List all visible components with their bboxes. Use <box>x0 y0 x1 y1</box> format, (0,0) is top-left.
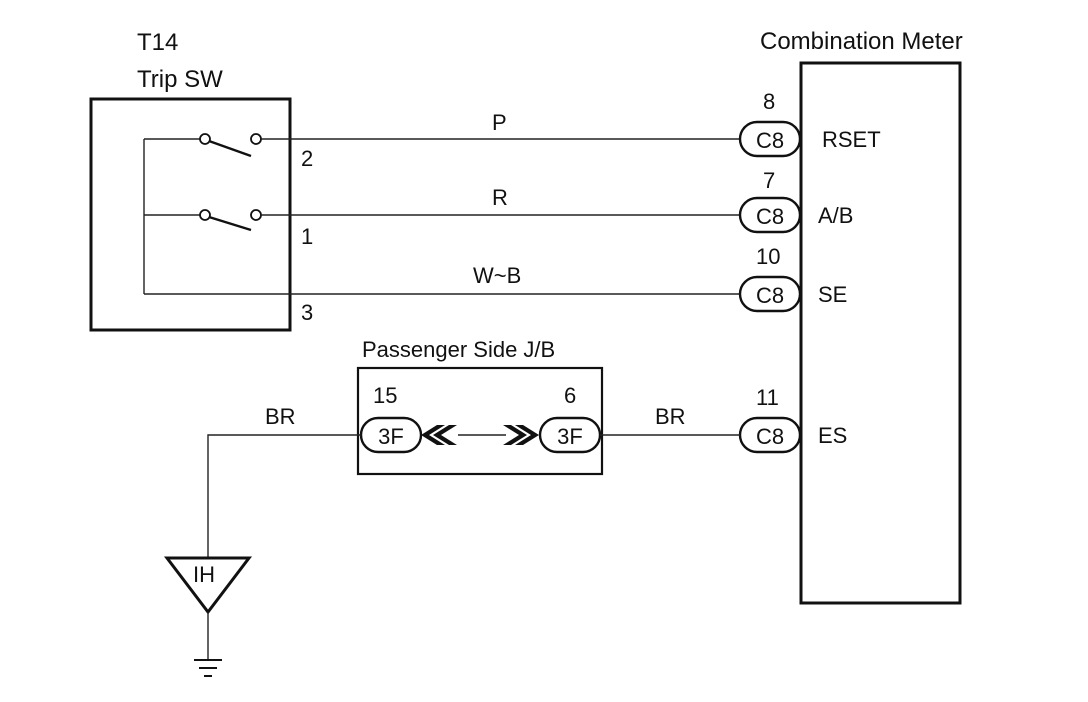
switch-blade-rset <box>208 139 252 158</box>
wire-color-p: P <box>492 110 507 135</box>
meter-pin-number-8: 8 <box>763 89 775 114</box>
wire-color-r: R <box>492 185 508 210</box>
ground-point-label: IH <box>193 562 215 587</box>
junction-pin-6: 6 <box>564 383 576 408</box>
wire-color-w-b: W~B <box>473 263 521 288</box>
switch-pin-2: 2 <box>301 146 313 171</box>
trip-switch-internals <box>143 133 290 295</box>
meter-connector-label-pin7: C8 <box>756 204 784 229</box>
ground-point-triangle <box>163 556 253 615</box>
ground-symbol-icon <box>194 659 222 677</box>
junction-pin-15: 15 <box>373 383 397 408</box>
meter-connector-label-pin10: C8 <box>756 283 784 308</box>
switch-pin-3: 3 <box>301 300 313 325</box>
junction-name: Passenger Side J/B <box>362 337 555 362</box>
meter-connector-label-pin11: C8 <box>756 424 784 449</box>
meter-connector-label-pin8: C8 <box>756 128 784 153</box>
switch-id: T14 <box>137 29 178 56</box>
wire-color-br-right: BR <box>655 404 686 429</box>
junction-connector-label-left: 3F <box>378 424 404 449</box>
switch-pin-1: 1 <box>301 224 313 249</box>
meter-pin-number-7: 7 <box>763 168 775 193</box>
switch-contact-rset-b <box>250 133 262 145</box>
meter-connector-c8-pin8 <box>738 120 802 158</box>
meter-name: Combination Meter <box>760 28 963 55</box>
meter-terminal-es: ES <box>818 423 847 448</box>
meter-pin-number-10: 10 <box>756 244 780 269</box>
meter-connector-c8-pin10 <box>738 275 802 313</box>
switch-blade-ab <box>208 215 252 232</box>
wire-br-left <box>207 434 361 558</box>
meter-terminal-ab: A/B <box>818 203 853 228</box>
wire-color-br-left: BR <box>265 404 296 429</box>
switch-contact-rset-a <box>199 133 211 145</box>
meter-pin-number-11: 11 <box>756 385 779 410</box>
switch-name: Trip SW <box>137 66 223 93</box>
meter-terminal-se: SE <box>818 282 847 307</box>
junction-block-box <box>356 366 604 476</box>
switch-contact-ab-a <box>199 209 211 221</box>
connector-chevron-right-icon <box>503 425 539 445</box>
junction-connector-label-right: 3F <box>557 424 583 449</box>
connector-chevron-left-icon <box>421 425 457 445</box>
switch-contact-ab-b <box>250 209 262 221</box>
combination-meter-box <box>799 61 962 605</box>
meter-terminal-rset: RSET <box>822 127 881 152</box>
meter-connector-c8-pin7 <box>738 196 802 234</box>
